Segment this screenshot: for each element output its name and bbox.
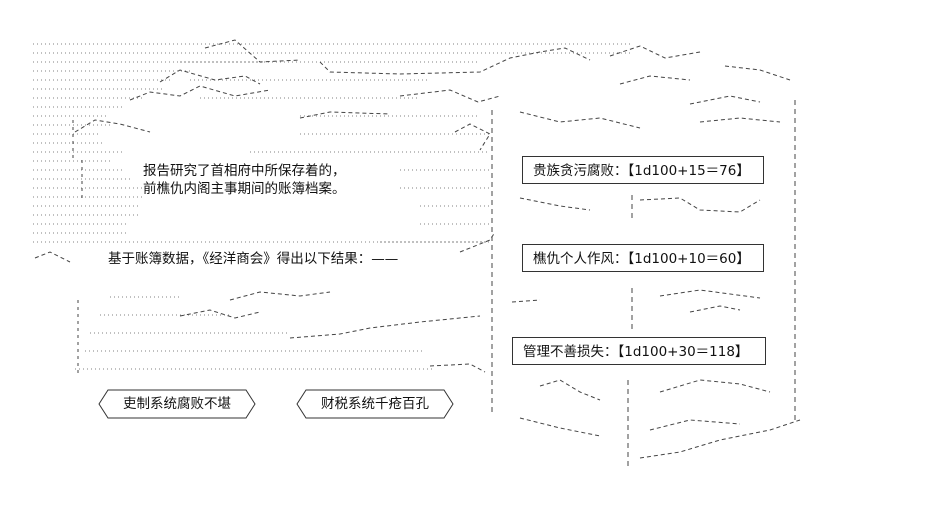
conclusion-text: 财税系统千疮百孔 [321,396,429,412]
narration-line-1: 报告研究了首相府中所保存着的， [143,163,346,179]
finding-label: 樵仇个人作风： [533,251,628,267]
conclusion-text: 吏制系统腐败不堪 [123,396,231,412]
finding-mismanagement: 管理不善损失：【1d100+30＝118】 [512,337,766,365]
finding-roll: 【1d100+15＝76】 [627,163,750,179]
finding-roll: 【1d100+10＝60】 [627,251,750,267]
conclusion-badge-bureaucracy: 吏制系统腐败不堪 [98,389,256,419]
finding-label: 贵族贪污腐败： [533,163,628,179]
finding-personal-style: 樵仇个人作风：【1d100+10＝60】 [522,244,764,272]
finding-roll: 【1d100+30＝118】 [617,344,749,360]
finding-label: 管理不善损失： [523,344,618,360]
conclusion-badge-finance: 财税系统千疮百孔 [296,389,454,419]
narration-line-3: 基于账簿数据，《经洋商会》得出以下结果：—— [108,251,399,267]
narration-line-2: 前樵仇内阁主事期间的账簿档案。 [143,181,346,197]
finding-corruption: 贵族贪污腐败：【1d100+15＝76】 [522,156,764,184]
